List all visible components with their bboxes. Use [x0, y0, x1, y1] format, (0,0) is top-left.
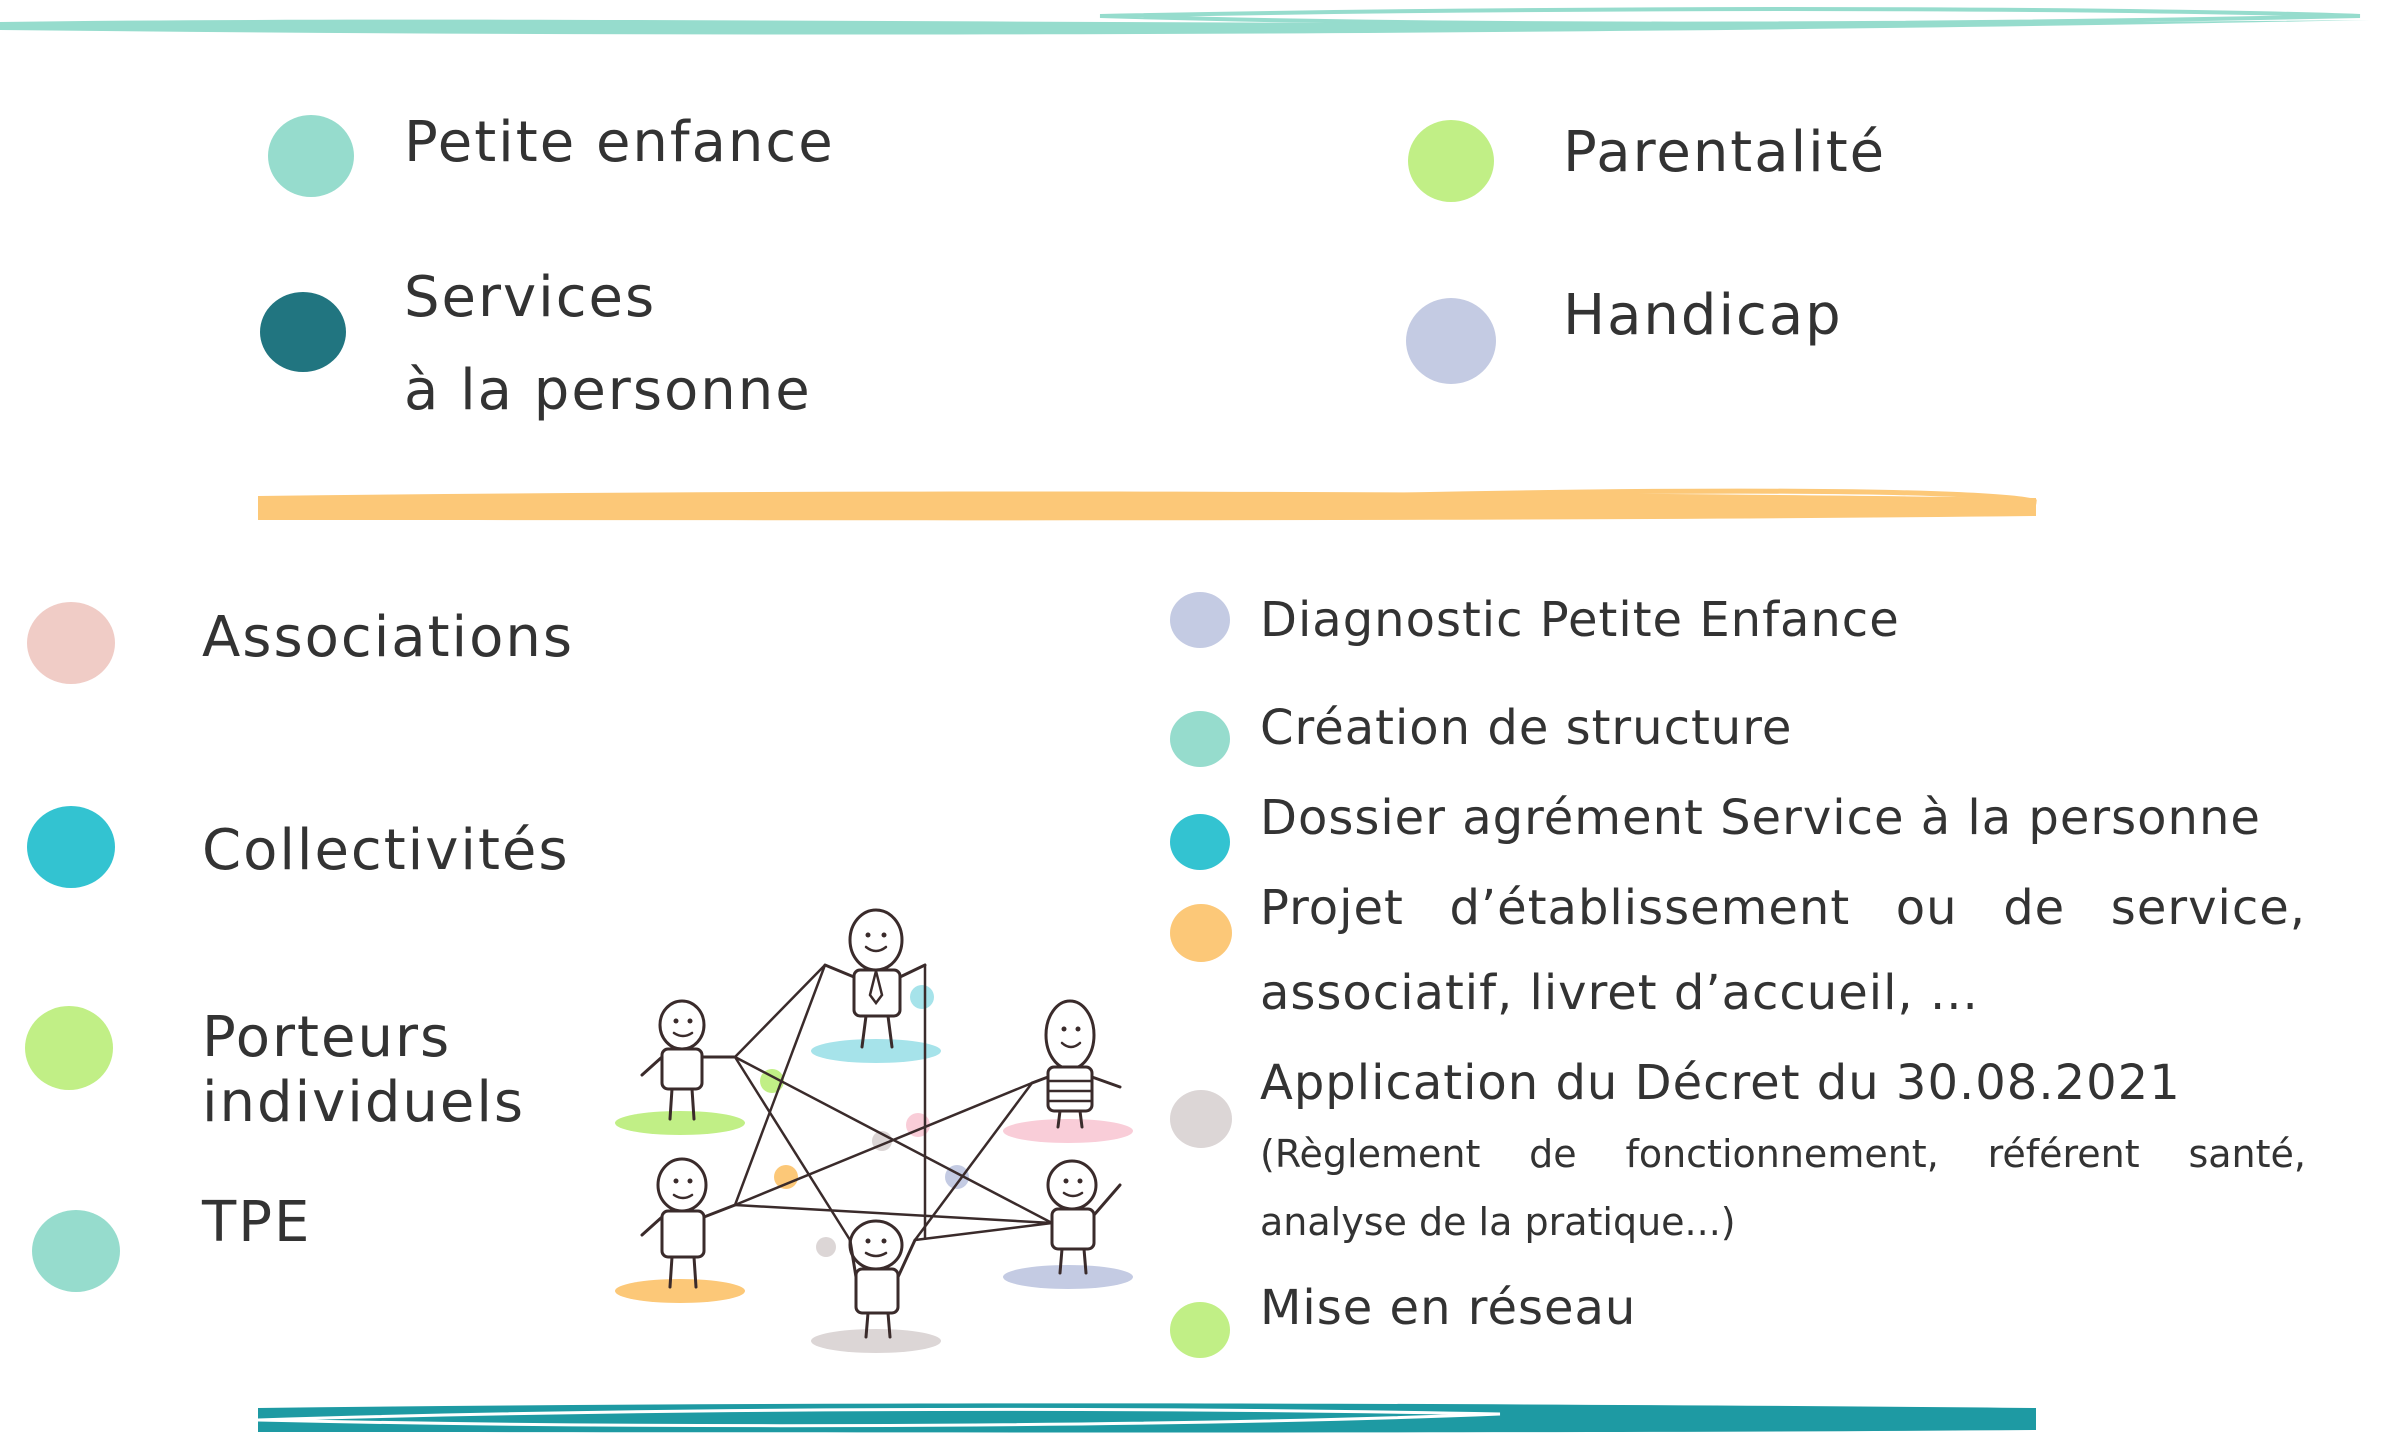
services-personne-dot [260, 292, 346, 372]
services-personne-label-line2: à la personne [404, 358, 812, 423]
porteurs-individuels-label-line1: Porteurs [202, 1005, 452, 1070]
application-label-line1: Application du Décret du 30.08.2021 [1260, 1055, 2181, 1111]
floor-ellipse-green [615, 1111, 745, 1135]
people-network-illustration [615, 908, 1133, 1353]
creation-label: Création de structure [1260, 700, 1793, 756]
floor-ellipse-pink [1003, 1119, 1133, 1143]
projet-label-line1: Projet d’établissement ou de service, [1260, 880, 2306, 936]
application-label-line3: analyse de la pratique...) [1260, 1200, 1736, 1244]
diagnostic-dot [1170, 592, 1230, 648]
porteurs-individuels-label-line2: individuels [202, 1070, 526, 1135]
reseau-label: Mise en réseau [1260, 1280, 1637, 1336]
handicap-dot [1406, 298, 1496, 384]
application-label-line2: (Règlement de fonctionnement, référent s… [1260, 1132, 2306, 1176]
collectivites-dot [27, 806, 115, 888]
application-dot [1170, 1090, 1232, 1148]
floor-ellipse-lavender [1003, 1265, 1133, 1289]
petite-enfance-dot [268, 115, 354, 197]
parentalite-dot [1408, 120, 1494, 202]
bottom-divider [257, 1403, 2036, 1433]
parentalite-label: Parentalité [1563, 120, 1887, 185]
dossier-dot [1170, 814, 1230, 870]
reseau-dot [1170, 1302, 1230, 1358]
projet-label-line2: associatif, livret d’accueil, ... [1260, 965, 1979, 1021]
collectivites-label: Collectivités [202, 818, 570, 883]
projet-dot [1170, 904, 1232, 962]
floor-ellipse-grey [811, 1329, 941, 1353]
associations-dot [27, 602, 115, 684]
petite-enfance-label: Petite enfance [404, 110, 835, 175]
diagnostic-label: Diagnostic Petite Enfance [1260, 592, 1900, 648]
tpe-dot [32, 1210, 120, 1292]
handicap-label: Handicap [1563, 283, 1843, 348]
tpe-label: TPE [202, 1190, 312, 1255]
associations-label: Associations [202, 605, 575, 670]
top-divider [0, 7, 2370, 35]
floor-ellipse-orange [615, 1279, 745, 1303]
services-personne-label-line1: Services [404, 265, 657, 330]
porteurs-individuels-dot [25, 1006, 113, 1090]
creation-dot [1170, 711, 1230, 767]
floor-ellipse-cyan [811, 1039, 941, 1063]
middle-divider [258, 488, 2037, 521]
dossier-label: Dossier agrément Service à la personne [1260, 790, 2261, 846]
